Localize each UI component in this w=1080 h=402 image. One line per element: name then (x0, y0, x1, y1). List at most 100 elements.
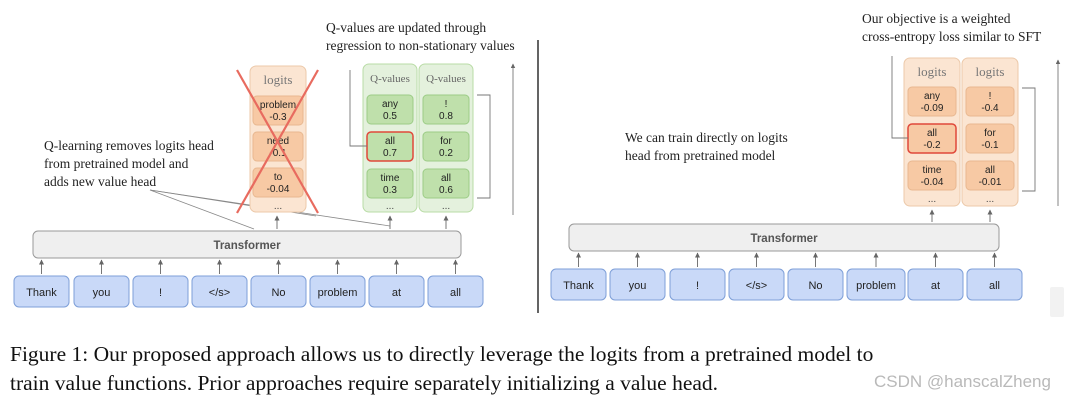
annotation-line: cross-entropy loss similar to SFT (862, 29, 1042, 44)
cell-word: all (985, 165, 995, 176)
cell-word: time (923, 165, 942, 176)
right-panel: Thank you ! </s> No problem at all Trans… (550, 11, 1061, 301)
annotation-line: Our objective is a weighted (862, 11, 1011, 26)
caption-line: train value functions. Prior approaches … (10, 371, 719, 395)
left-token: all (427, 275, 484, 308)
right-token-label: </s> (746, 280, 767, 292)
annotation-line: from pretrained model and (44, 156, 189, 171)
right-token: ! (669, 268, 726, 301)
figure-caption: Figure 1: Our proposed approach allows u… (10, 340, 1078, 398)
cell-value: -0.1 (981, 140, 999, 151)
qvalues-header: Q-values (370, 73, 410, 85)
left-token-label: ! (159, 287, 162, 299)
qvalue-cell: ! 0.8 (422, 94, 470, 125)
cell-word: for (984, 128, 996, 139)
logits-cell: any -0.09 (907, 86, 957, 117)
left-token: Thank (13, 275, 70, 308)
cell-value: 0.2 (439, 148, 453, 159)
left-side-annotation: Q-learning removes logits head from pret… (44, 138, 217, 189)
left-token-label: No (271, 287, 285, 299)
right-transformer-label: Transformer (750, 233, 818, 245)
cell-word: to (274, 172, 283, 183)
left-brackets (349, 63, 516, 215)
right-logits-column: logits any -0.09 all -0.2 time -0.04 ... (903, 57, 961, 207)
left-transformer-label: Transformer (213, 240, 281, 252)
qvalue-cell-highlighted: all 0.7 (366, 131, 414, 162)
cell-word: time (381, 173, 400, 184)
cell-value: 0.8 (439, 111, 453, 122)
logits-cell: ! -0.4 (965, 86, 1015, 117)
annotation-line: head from pretrained model (625, 148, 776, 163)
left-token-arrows (39, 259, 458, 274)
right-token: you (609, 268, 666, 301)
left-token-label: problem (318, 287, 358, 299)
cell-value: -0.4 (981, 103, 999, 114)
ellipsis: ... (928, 194, 936, 205)
logits-cell: for -0.1 (965, 123, 1015, 154)
qvalues-header: Q-values (426, 73, 466, 85)
right-mid-annotation: We can train directly on logits head fro… (625, 130, 791, 163)
cell-value: -0.01 (979, 177, 1002, 188)
annotation-line: We can train directly on logits (625, 130, 788, 145)
right-token: Thank (550, 268, 607, 301)
left-token-label: all (450, 287, 461, 299)
cell-word: ! (989, 91, 992, 102)
left-qvalues-column: Q-values ! 0.8 for 0.2 all 0.6 ... (418, 63, 474, 213)
ellipsis: ... (442, 201, 450, 212)
cell-value: -0.04 (921, 177, 944, 188)
qvalue-cell: all 0.6 (422, 168, 470, 199)
left-top-annotation: Q-values are updated through regression … (326, 20, 515, 53)
logits-header: logits (918, 64, 947, 79)
cell-word: for (440, 136, 452, 147)
qvalue-cell: any 0.5 (366, 94, 414, 125)
left-transformer: Transformer (32, 230, 462, 259)
left-qvalues-column: Q-values any 0.5 all 0.7 time 0.3 ... (362, 63, 418, 213)
right-token-label: all (989, 280, 1000, 292)
cell-value: 0.3 (383, 185, 397, 196)
right-brackets (891, 56, 1061, 206)
cell-word: any (924, 91, 940, 102)
qvalue-cell: for 0.2 (422, 131, 470, 162)
left-column-arrows (274, 215, 449, 229)
cell-value: -0.2 (923, 140, 941, 151)
left-token: ! (132, 275, 189, 308)
left-logits-header: logits (264, 72, 293, 87)
left-token: </s> (191, 275, 248, 308)
right-logits-column: logits ! -0.4 for -0.1 all -0.01 ... (961, 57, 1019, 207)
left-panel: Thank you ! </s> No problem at all Trans… (13, 20, 516, 308)
cell-word: problem (260, 100, 296, 111)
qvalue-cell: time 0.3 (366, 168, 414, 199)
right-token: </s> (728, 268, 785, 301)
right-token-arrows (576, 252, 997, 267)
logits-cell: time -0.04 (907, 160, 957, 191)
cell-value: 0.7 (383, 148, 397, 159)
left-token: you (73, 275, 130, 308)
cell-value: 0.5 (383, 111, 397, 122)
logits-cell-highlighted: all -0.2 (907, 123, 957, 154)
left-token-label: </s> (209, 287, 230, 299)
ellipsis: ... (986, 194, 994, 205)
right-token: problem (846, 268, 906, 301)
cell-word: all (927, 128, 937, 139)
right-token-label: No (808, 280, 822, 292)
logits-header: logits (976, 64, 1005, 79)
logits-cell: all -0.01 (965, 160, 1015, 191)
right-column-arrows (929, 209, 993, 222)
left-token: at (368, 275, 425, 308)
left-logits-cell: to -0.04 (252, 167, 304, 198)
corner-widget (1050, 287, 1064, 317)
right-token-label: you (629, 280, 647, 292)
left-token: No (250, 275, 307, 308)
cell-value: -0.04 (267, 184, 290, 195)
left-token-row: Thank you ! </s> No problem at all (13, 275, 484, 308)
cell-word: all (385, 136, 395, 147)
left-logits-column: logits problem -0.3 need -0.1 to -0.04 .… (236, 65, 319, 214)
left-token-label: you (93, 287, 111, 299)
right-token-label: ! (696, 280, 699, 292)
cell-word: any (382, 99, 398, 110)
right-token: No (787, 268, 844, 301)
cell-value: -0.3 (269, 112, 287, 123)
annotation-line: Q-values are updated through (326, 20, 486, 35)
cross-out-icon (236, 69, 319, 214)
